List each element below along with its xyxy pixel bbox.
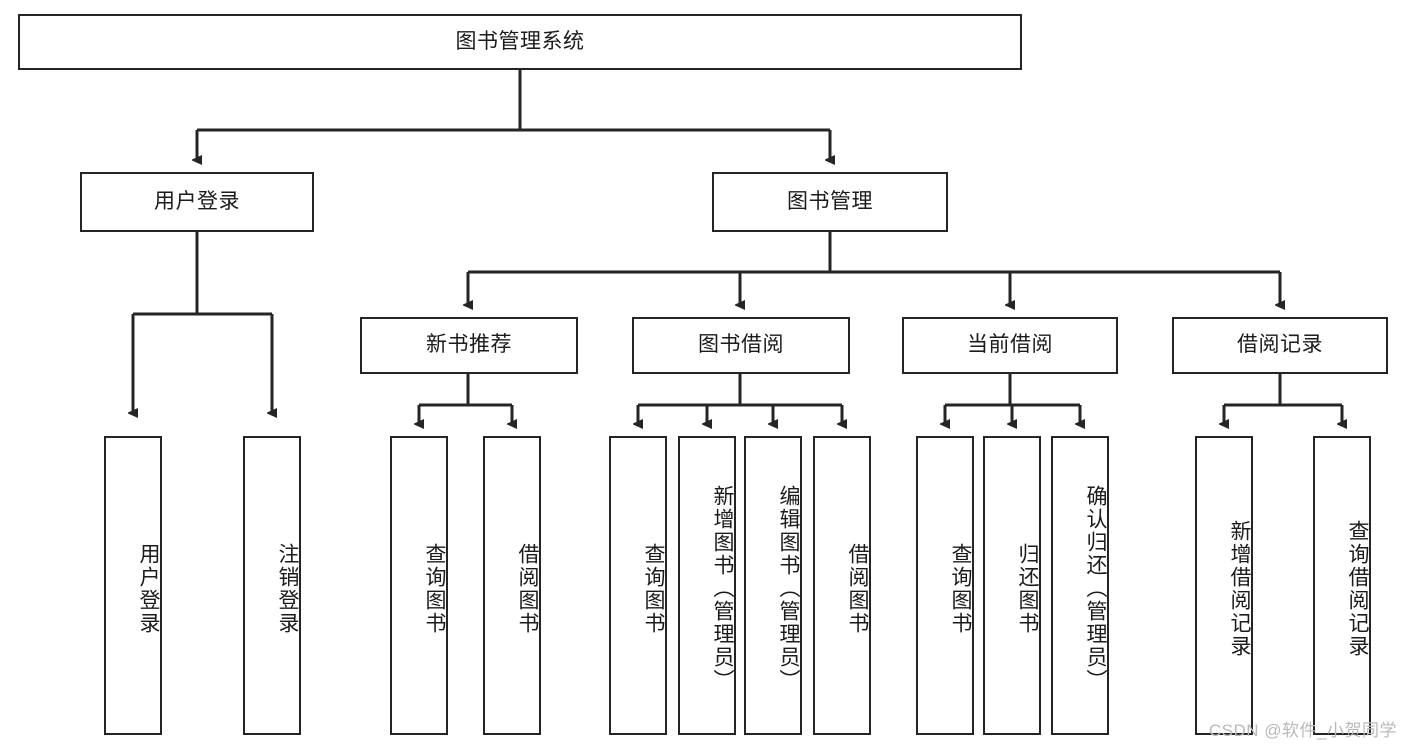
node-label: 借阅图书 bbox=[516, 542, 539, 635]
node-label: 确认归还（管理员） bbox=[1084, 485, 1107, 692]
node-label: 查询图书 bbox=[642, 542, 665, 635]
node-label: 注销登录 bbox=[276, 542, 299, 635]
leaf-new-book-borrow[interactable]: 借阅图书 bbox=[483, 436, 541, 735]
node-label: 当前借阅 bbox=[967, 333, 1053, 357]
node-book-borrow[interactable]: 图书借阅 bbox=[632, 317, 850, 374]
node-label: 借阅记录 bbox=[1237, 333, 1323, 357]
leaf-borrow-record-query[interactable]: 查询借阅记录 bbox=[1313, 436, 1371, 735]
leaf-book-borrow-query[interactable]: 查询图书 bbox=[609, 436, 667, 735]
node-label: 图书管理系统 bbox=[455, 29, 585, 53]
leaf-current-borrow-query[interactable]: 查询图书 bbox=[916, 436, 974, 735]
leaf-book-borrow-edit[interactable]: 编辑图书（管理员） bbox=[744, 436, 802, 735]
node-label: 新增借阅记录 bbox=[1228, 519, 1251, 658]
node-label: 用户登录 bbox=[154, 189, 240, 213]
leaf-new-book-query[interactable]: 查询图书 bbox=[390, 436, 448, 735]
node-user-login[interactable]: 用户登录 bbox=[80, 172, 314, 232]
node-borrow-record[interactable]: 借阅记录 bbox=[1172, 317, 1388, 374]
node-label: 图书管理 bbox=[787, 189, 873, 213]
leaf-book-borrow-borrow[interactable]: 借阅图书 bbox=[813, 436, 871, 735]
node-book-management[interactable]: 图书管理 bbox=[712, 172, 948, 232]
leaf-book-borrow-add[interactable]: 新增图书（管理员） bbox=[678, 436, 736, 735]
node-label: 借阅图书 bbox=[846, 542, 869, 635]
node-label: 新书推荐 bbox=[426, 333, 512, 357]
node-current-borrow[interactable]: 当前借阅 bbox=[902, 317, 1118, 374]
node-label: 用户登录 bbox=[137, 542, 160, 635]
node-label: 新增图书（管理员） bbox=[711, 485, 734, 692]
node-label: 归还图书 bbox=[1016, 542, 1039, 635]
leaf-current-borrow-confirm[interactable]: 确认归还（管理员） bbox=[1051, 436, 1109, 735]
leaf-borrow-record-add[interactable]: 新增借阅记录 bbox=[1195, 436, 1253, 735]
node-root-system[interactable]: 图书管理系统 bbox=[18, 14, 1022, 70]
node-label: 查询图书 bbox=[423, 542, 446, 635]
node-label: 查询图书 bbox=[949, 542, 972, 635]
node-label: 图书借阅 bbox=[698, 333, 784, 357]
node-label: 编辑图书（管理员） bbox=[777, 485, 800, 692]
leaf-user-login-login[interactable]: 用户登录 bbox=[104, 436, 162, 735]
node-label: 查询借阅记录 bbox=[1346, 519, 1369, 658]
node-new-book-recommend[interactable]: 新书推荐 bbox=[360, 317, 578, 374]
leaf-current-borrow-return[interactable]: 归还图书 bbox=[983, 436, 1041, 735]
leaf-user-login-logout[interactable]: 注销登录 bbox=[243, 436, 301, 735]
